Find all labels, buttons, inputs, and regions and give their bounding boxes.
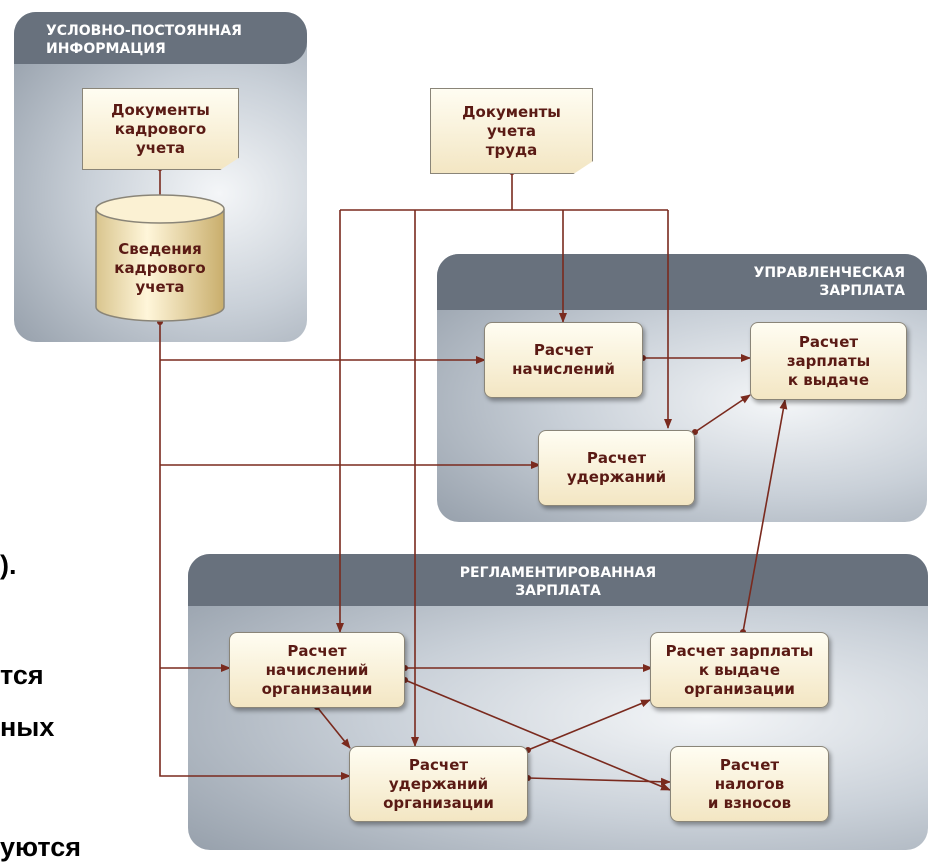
calc-deductions-node: Расчет удержаний (538, 430, 695, 506)
org-accruals-node: Расчет начислений организации (229, 632, 405, 708)
hr-info-node: Сведения кадрового учета (114, 239, 206, 296)
side-text-fragment-1: ). (0, 550, 17, 580)
calc-accruals-node: Расчет начислений (484, 322, 643, 398)
hr-info-database-icon (95, 194, 225, 322)
org-taxes-node: Расчет налогов и взносов (670, 746, 829, 822)
labor-documents-node: Документы учета труда (430, 88, 593, 174)
master-data-panel-title: УСЛОВНО-ПОСТОЯННАЯ ИНФОРМАЦИЯ (14, 12, 307, 64)
calc-pay-node: Расчет зарплаты к выдаче (750, 322, 907, 400)
regulated-payroll-panel-title: РЕГЛАМЕНТИРОВАННАЯ ЗАРПЛАТА (188, 554, 928, 606)
hr-documents-node: Документы кадрового учета (82, 88, 239, 170)
side-text-fragment-3: ных (0, 712, 55, 742)
org-deductions-node: Расчет удержаний организации (349, 746, 528, 822)
org-pay-node: Расчет зарплаты к выдаче организации (650, 632, 829, 708)
management-payroll-panel-title: УПРАВЛЕНЧЕСКАЯ ЗАРПЛАТА (437, 254, 927, 310)
side-text-fragment-2: тся (0, 660, 44, 690)
